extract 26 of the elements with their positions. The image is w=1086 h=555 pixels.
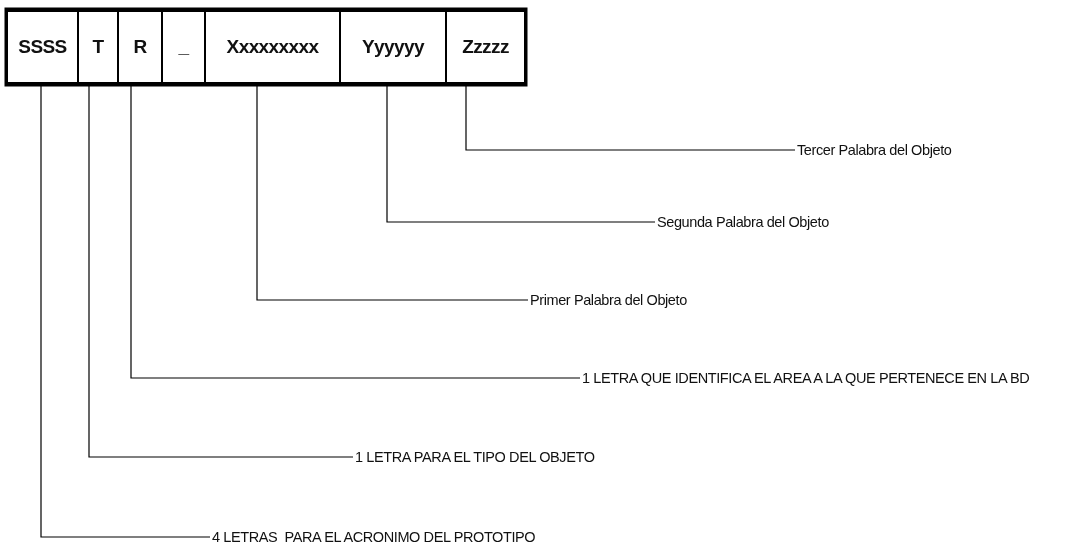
leader-line [40,83,211,538]
field-description: 4 LETRAS PARA EL ACRONIMO DEL PROTOTIPO [212,529,536,545]
field-letters: _ [178,36,189,58]
field-description: Tercer Palabra del Objeto [797,142,952,158]
leader-line [386,83,656,223]
field-cell [204,10,341,84]
field-letters: SSSS [18,36,67,58]
field-cell [339,10,447,84]
field-description: 1 LETRA QUE IDENTIFICA EL AREA A LA QUE PERTENECE EN LA BD [582,370,1030,386]
field-description: 1 LETRA PARA EL TIPO DEL OBJETO [355,449,595,465]
field-cell [117,10,163,84]
leader-line [465,83,796,151]
field-letters: Zzzzz [462,36,509,58]
field-description: Segunda Palabra del Objeto [657,214,829,230]
field-letters: Xxxxxxxxx [226,36,319,58]
leader-line [130,83,581,379]
field-letters: R [133,36,147,58]
leader-line [88,83,354,458]
field-description: Primer Palabra del Objeto [530,292,687,308]
field-cell [161,10,206,84]
field-cell [6,10,79,84]
field-letters: T [92,36,104,58]
field-cell [445,10,526,84]
field-cell [77,10,119,84]
leader-line [256,83,529,301]
field-letters: Yyyyyy [362,36,424,58]
